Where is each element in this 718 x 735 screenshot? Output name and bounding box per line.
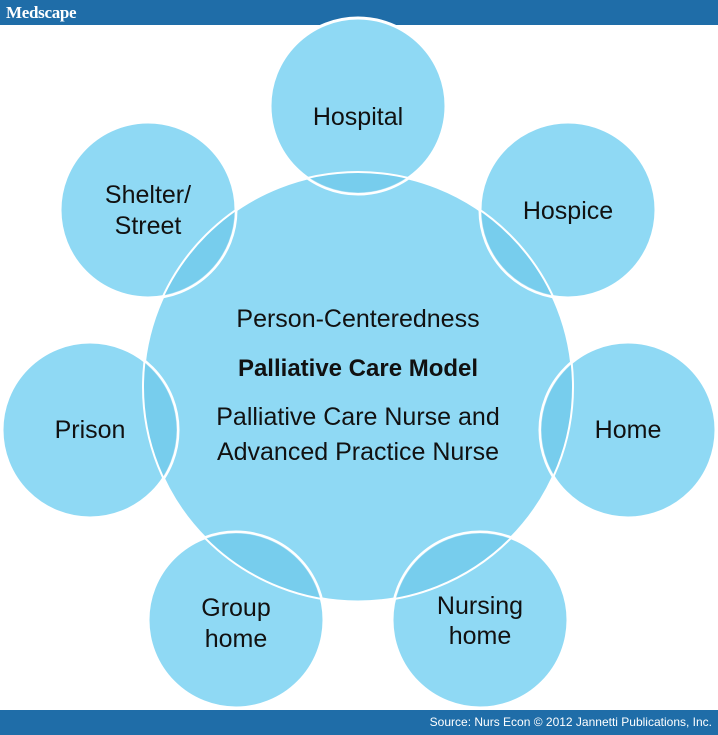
group-home-label-line2: home — [205, 625, 268, 653]
source-credit: Source: Nurs Econ © 2012 Jannetti Public… — [429, 715, 712, 729]
shelter-street-label-line2: Street — [115, 212, 182, 240]
hospital-label: Hospital — [313, 103, 403, 131]
group-home-label-line1: Group — [201, 594, 270, 622]
nurse-label-line1: Palliative Care Nurse and — [216, 403, 499, 431]
hospice-label: Hospice — [523, 197, 613, 225]
medscape-logo[interactable]: Medscape — [6, 3, 77, 22]
shelter-street-label-line1: Shelter/ — [105, 181, 191, 209]
nursing-home-label-line2: home — [449, 622, 512, 650]
prison-label: Prison — [55, 416, 126, 444]
nurse-label-line2: Advanced Practice Nurse — [217, 438, 499, 466]
circle-outlines — [1, 17, 717, 709]
person-centeredness-label: Person-Centeredness — [236, 305, 479, 333]
nursing-home-label-line1: Nursing — [437, 592, 523, 620]
home-label: Home — [595, 416, 662, 444]
footer-bar: Source: Nurs Econ © 2012 Jannetti Public… — [0, 710, 718, 735]
model-title: Palliative Care Model — [238, 355, 478, 382]
